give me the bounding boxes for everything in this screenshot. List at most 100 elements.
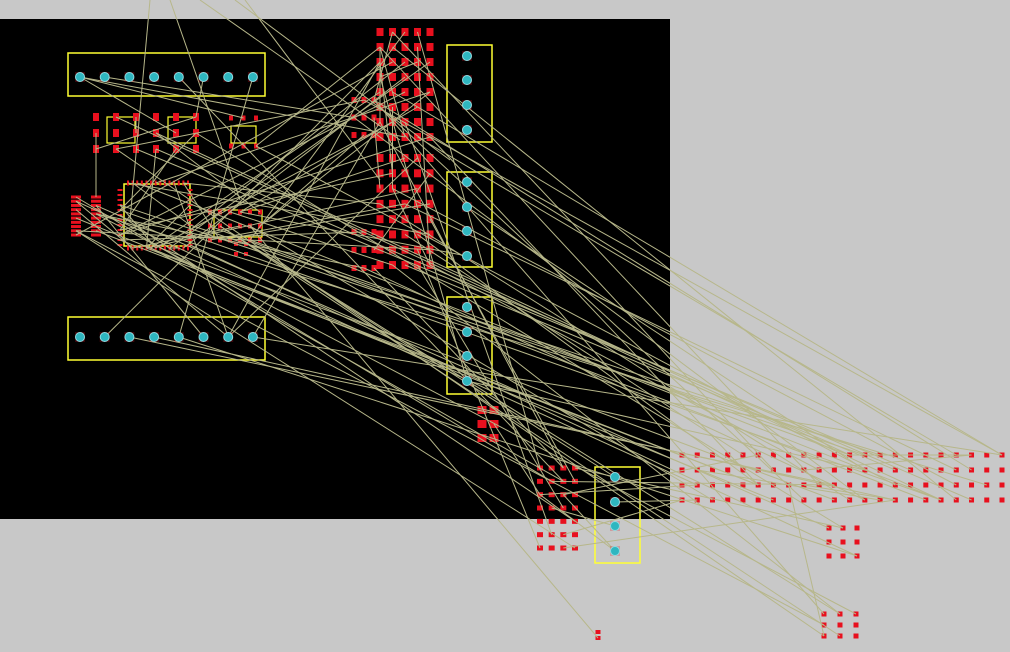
via-icon[interactable] [198, 72, 209, 82]
smd-pad[interactable] [770, 452, 776, 458]
header-top-silkscreen[interactable] [67, 52, 266, 97]
smd-pad[interactable] [117, 189, 123, 191]
smd-pad[interactable] [71, 203, 81, 207]
smd-pad[interactable] [837, 622, 843, 628]
smd-pad[interactable] [376, 28, 384, 36]
smd-pad[interactable] [401, 245, 409, 254]
smd-pad[interactable] [376, 169, 384, 178]
smd-pad[interactable] [91, 208, 101, 212]
via-icon[interactable] [247, 332, 258, 342]
smd-pad[interactable] [229, 115, 233, 121]
smd-pad[interactable] [595, 630, 601, 634]
smd-pad[interactable] [725, 452, 731, 458]
smd-pad[interactable] [371, 132, 377, 138]
smd-pad[interactable] [117, 224, 123, 226]
smd-pad[interactable] [241, 143, 246, 149]
via-icon[interactable] [462, 177, 472, 187]
smd-pad[interactable] [816, 497, 822, 503]
smd-pad[interactable] [187, 209, 193, 211]
smd-pad[interactable] [117, 199, 123, 201]
smd-pad[interactable] [801, 452, 807, 458]
smd-pad[interactable] [847, 467, 853, 473]
via-icon[interactable] [223, 332, 234, 342]
smd-pad[interactable] [389, 215, 396, 224]
smd-pad[interactable] [228, 237, 232, 243]
via-icon[interactable] [462, 125, 472, 135]
board-outline[interactable] [0, 19, 670, 519]
smd-pad[interactable] [740, 482, 746, 488]
smd-pad[interactable] [426, 118, 434, 126]
smd-pad[interactable] [853, 622, 859, 628]
via-icon[interactable] [462, 351, 472, 361]
smd-pad[interactable] [193, 145, 199, 153]
smd-pad[interactable] [426, 43, 434, 51]
smd-pad[interactable] [908, 482, 914, 488]
footprint-layer[interactable] [67, 44, 641, 564]
smd-pad[interactable] [140, 180, 143, 186]
smd-pad[interactable] [572, 492, 578, 498]
via-icon[interactable] [149, 332, 160, 342]
smd-pad[interactable] [389, 199, 396, 208]
smd-pad[interactable] [254, 115, 258, 121]
smd-pad[interactable] [709, 482, 715, 488]
smd-pad[interactable] [414, 215, 421, 224]
smd-pad[interactable] [923, 482, 929, 488]
smd-pad[interactable] [187, 194, 193, 196]
smd-pad[interactable] [426, 154, 434, 162]
smd-pad[interactable] [228, 223, 232, 229]
smd-pad[interactable] [389, 245, 396, 254]
via-icon[interactable] [462, 376, 472, 386]
smd-pad[interactable] [127, 245, 129, 251]
smd-pad[interactable] [999, 482, 1005, 488]
smd-pad[interactable] [862, 482, 868, 488]
smd-pad[interactable] [414, 199, 421, 208]
via-icon[interactable] [610, 497, 620, 507]
smd-pad[interactable] [153, 113, 159, 121]
smd-pad[interactable] [150, 180, 153, 186]
via-icon[interactable] [247, 72, 258, 82]
via-icon[interactable] [198, 332, 209, 342]
smd-pad[interactable] [537, 518, 543, 524]
smd-pad[interactable] [401, 43, 409, 51]
smd-pad[interactable] [234, 252, 238, 256]
smd-pad[interactable] [71, 212, 81, 216]
smd-pad[interactable] [477, 420, 487, 428]
smd-pad[interactable] [91, 199, 101, 203]
smd-pad[interactable] [938, 482, 944, 488]
smd-pad[interactable] [725, 467, 731, 473]
connector-j4-silkscreen[interactable] [594, 466, 641, 564]
smd-pad[interactable] [414, 73, 421, 81]
via-icon[interactable] [99, 72, 110, 82]
via-icon[interactable] [173, 72, 184, 82]
smd-pad[interactable] [709, 467, 715, 473]
via-icon[interactable] [99, 332, 110, 342]
smd-pad[interactable] [187, 219, 193, 221]
smd-pad[interactable] [426, 103, 434, 111]
smd-pad[interactable] [187, 239, 193, 241]
smd-pad[interactable] [984, 452, 990, 458]
smd-pad[interactable] [999, 467, 1005, 473]
smd-pad[interactable] [71, 225, 81, 229]
smd-pad[interactable] [969, 482, 975, 488]
smd-pad[interactable] [548, 545, 555, 551]
via-icon[interactable] [173, 332, 184, 342]
via-icon[interactable] [462, 202, 472, 212]
smd-pad[interactable] [389, 230, 396, 239]
smd-pad[interactable] [361, 247, 367, 253]
smd-pad[interactable] [376, 154, 384, 162]
smd-pad[interactable] [376, 215, 384, 224]
smd-pad[interactable] [371, 229, 377, 235]
smd-pad[interactable] [786, 452, 792, 458]
smd-pad[interactable] [908, 497, 914, 503]
smd-pad[interactable] [426, 184, 434, 193]
smd-pad[interactable] [938, 467, 944, 473]
via-icon[interactable] [610, 472, 620, 482]
smd-pad[interactable] [831, 467, 837, 473]
smd-pad[interactable] [477, 406, 487, 414]
via-icon[interactable] [149, 72, 160, 82]
via-icon[interactable] [610, 521, 620, 531]
smd-pad[interactable] [831, 452, 837, 458]
smd-pad[interactable] [725, 497, 731, 503]
smd-pad[interactable] [414, 28, 421, 36]
